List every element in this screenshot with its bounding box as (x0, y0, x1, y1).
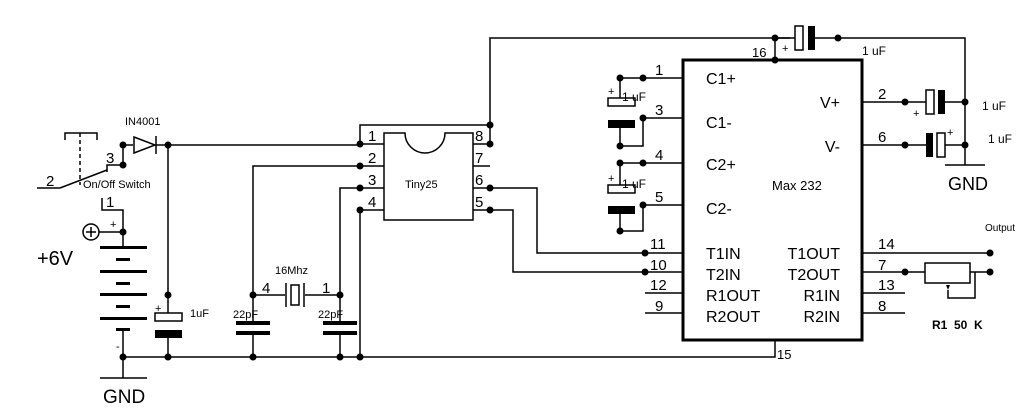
max232-chip: Max 232 C1+ C1- C2+ C2- T1IN T2IN R1OUT … (643, 45, 905, 362)
capacitor-vplus: + 1 uF (913, 89, 1006, 120)
cap-xtal2-label: 22pF (318, 309, 343, 321)
pin-label-c2m: C2- (706, 201, 732, 218)
gnd-left-label: GND (103, 387, 145, 408)
pin-label-r1out: R1OUT (706, 288, 760, 305)
plus-sign: + (608, 173, 614, 185)
max232-label: Max 232 (772, 178, 822, 193)
cap-supply-label: 1uF (190, 308, 209, 320)
plus-sign: + (608, 86, 614, 98)
capacitor-c2: + 1 uF (607, 173, 646, 214)
pin-label-t2in: T2IN (706, 267, 741, 284)
potentiometer-r1: Output R1 50 K (924, 223, 1015, 332)
tiny-pin-5: 5 (475, 194, 483, 211)
max-pin-6: 6 (878, 129, 886, 146)
capacitor-xtal-1: 22pF (233, 309, 270, 335)
tiny25-chip: Tiny25 1 2 3 4 8 7 6 5 (360, 128, 490, 221)
capacitor-top: + 1 uF (775, 25, 886, 58)
diode: IN4001 (123, 116, 168, 155)
cap-top-label: 1 uF (862, 44, 886, 58)
tiny-pin-6: 6 (475, 172, 483, 189)
cap-vplus-label: 1 uF (982, 99, 1006, 113)
tiny-pin-7: 7 (475, 150, 483, 167)
cap-c1-label: 1 uF (622, 90, 646, 104)
max-pin-10: 10 (650, 257, 667, 274)
max-pin-13: 13 (878, 277, 895, 294)
crystal: 16Mhz 4 1 (262, 265, 330, 307)
max-pin-5: 5 (655, 189, 663, 206)
plus-sign: + (155, 303, 161, 315)
max-pin-14: 14 (878, 236, 895, 253)
pin-label-c1m: C1- (706, 115, 732, 132)
max-pin-8: 8 (878, 298, 886, 315)
diode-label: IN4001 (125, 116, 160, 128)
pin-label-r2out: R2OUT (706, 309, 760, 326)
switch-pin-3: 3 (106, 150, 114, 167)
cap-xtal1-label: 22pF (233, 309, 258, 321)
tiny-pin-1: 1 (368, 128, 376, 145)
max-pin-3: 3 (655, 102, 663, 119)
battery-voltage-label: +6V (37, 248, 74, 270)
battery: + - +6V GND (37, 219, 147, 408)
switch-pin-2: 2 (46, 173, 54, 190)
max-pin-11: 11 (650, 236, 666, 253)
capacitor-c1: + 1 uF (607, 86, 646, 128)
resistor-label: R1 50 K (932, 318, 983, 332)
pin-label-c1p: C1+ (706, 71, 736, 88)
max-pin-7: 7 (878, 257, 886, 274)
battery-plus: + (110, 219, 116, 231)
switch-label: On/Off Switch (83, 179, 151, 191)
wires (37, 37, 990, 378)
gnd-right-label: GND (948, 174, 988, 194)
switch-pin-1: 1 (106, 194, 114, 211)
pin-label-t1in: T1IN (706, 246, 741, 263)
battery-minus: - (116, 341, 120, 353)
capacitor-vminus: + 1 uF (926, 127, 1012, 158)
output-label: Output (985, 223, 1015, 234)
plus-sign: + (947, 127, 953, 139)
tiny-pin-8: 8 (475, 128, 483, 145)
tiny-pin-3: 3 (368, 172, 376, 189)
tiny-pin-4: 4 (368, 194, 376, 211)
max-pin-9: 9 (655, 298, 663, 315)
pin-label-t2out: T2OUT (788, 267, 841, 284)
pin-label-t1out: T1OUT (788, 246, 841, 263)
crystal-pin-1: 1 (322, 280, 330, 297)
max-pin-12: 12 (650, 277, 667, 294)
pin-label-r2in: R2IN (804, 309, 840, 326)
capacitor-xtal-2: 22pF (318, 309, 357, 335)
crystal-label: 16Mhz (275, 265, 308, 277)
tiny-pin-2: 2 (368, 150, 376, 167)
pin-label-vminus: V- (825, 139, 840, 156)
pin-label-vplus: V+ (820, 95, 840, 112)
crystal-pin-4: 4 (262, 280, 270, 297)
plus-sign: + (782, 43, 788, 55)
pin-label-c2p: C2+ (706, 157, 736, 174)
junction-dots (119, 34, 994, 361)
cap-c2-label: 1 uF (622, 177, 646, 191)
max-pin-16: 16 (752, 45, 766, 60)
pin-label-r1in: R1IN (804, 288, 840, 305)
max-pin-15: 15 (777, 347, 791, 362)
tiny25-label: Tiny25 (405, 179, 438, 191)
max-pin-4: 4 (655, 147, 663, 164)
plus-sign: + (913, 108, 919, 120)
on-off-switch[interactable]: 2 3 1 On/Off Switch (46, 132, 151, 211)
capacitor-supply: + 1uF (154, 303, 209, 338)
cap-vminus-label: 1 uF (988, 132, 1012, 146)
max-pin-1: 1 (655, 62, 663, 79)
max-pin-2: 2 (878, 86, 886, 103)
